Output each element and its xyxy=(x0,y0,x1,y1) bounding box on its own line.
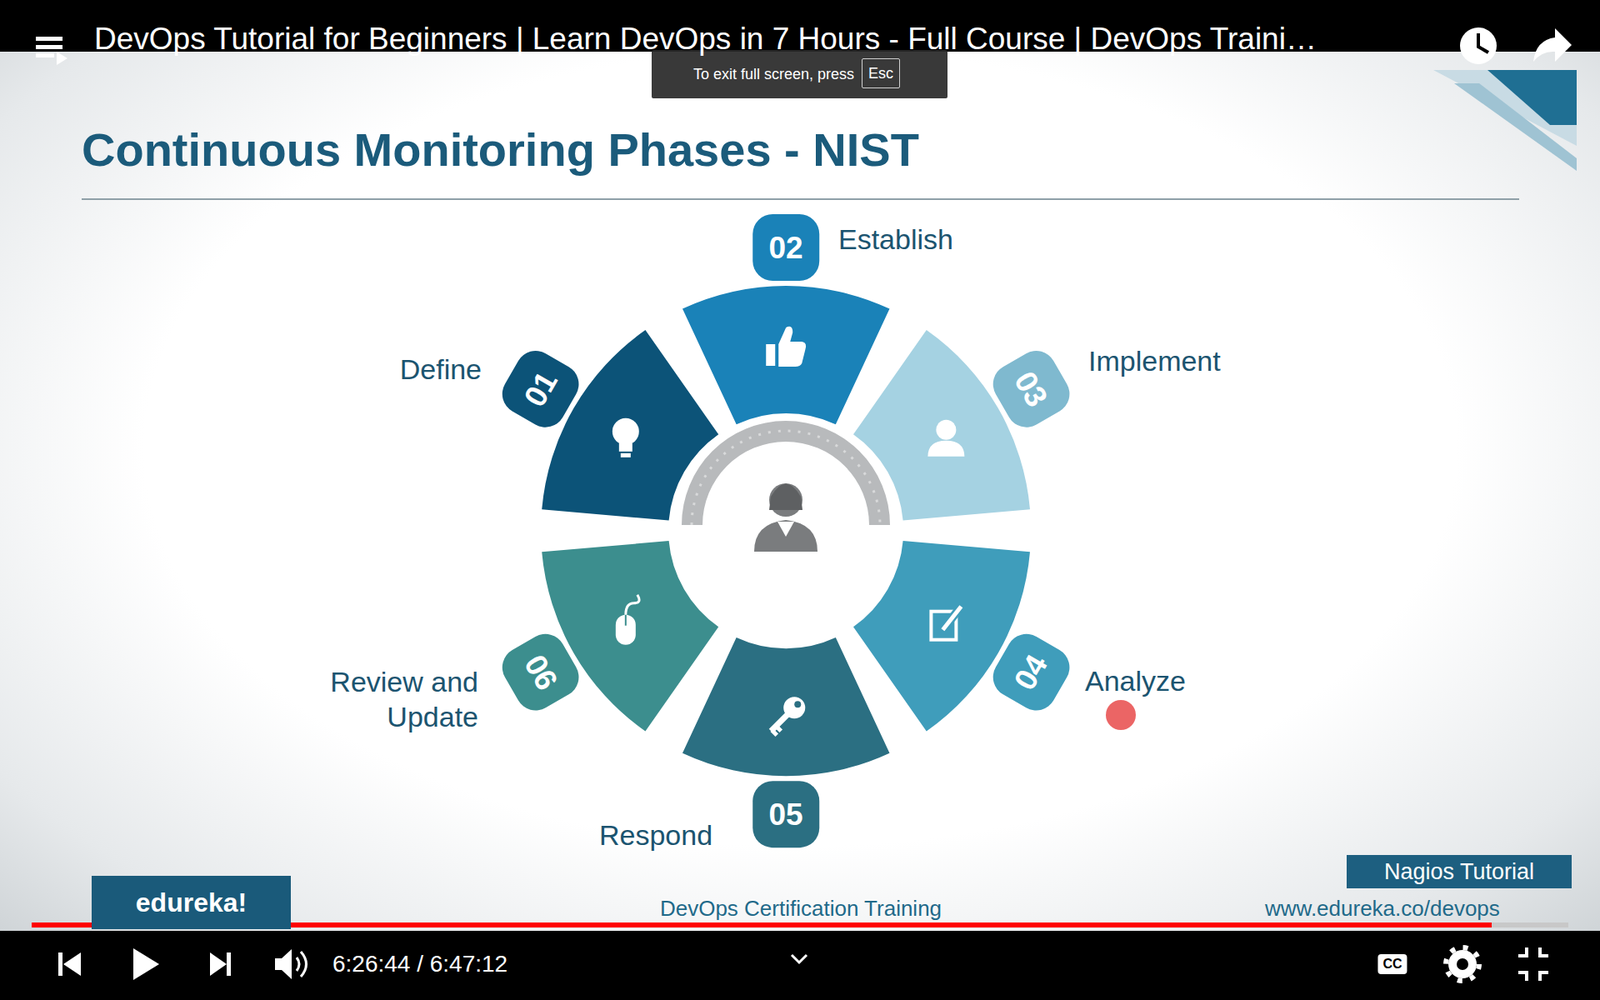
phase-segment: 01Define xyxy=(492,327,721,524)
title-rule xyxy=(81,198,1520,200)
menu-icon xyxy=(35,53,55,58)
corner-stripe xyxy=(1454,83,1577,171)
time-display: 6:26:44 / 6:47:12 xyxy=(332,950,508,978)
phase-segment: 05Respond xyxy=(680,635,892,850)
bulb-cap xyxy=(620,453,631,458)
segment-shape xyxy=(492,327,721,524)
phase-icon xyxy=(615,595,640,645)
number-tab xyxy=(985,343,1077,435)
phase-segment: 02Establish xyxy=(680,211,892,427)
number-tab xyxy=(495,626,586,718)
fullscreen-exit-icon xyxy=(1540,972,1549,981)
person-collar xyxy=(777,521,795,537)
phase-number: 05 xyxy=(768,798,803,830)
box-text: edureka! xyxy=(135,887,247,919)
slide-title: Continuous Monitoring Phases - NIST xyxy=(81,122,920,177)
thumb-cuff xyxy=(765,344,775,366)
phase-label: Define xyxy=(400,351,482,388)
logo-box: edureka! xyxy=(91,875,291,930)
previous-icon xyxy=(58,952,63,976)
phase-label: Analyze xyxy=(1085,663,1186,700)
fullscreen-exit-icon xyxy=(1540,947,1549,956)
previous-icon xyxy=(63,952,81,976)
clock-icon xyxy=(1460,27,1497,65)
thumb-hand xyxy=(778,326,806,367)
corner-stripe xyxy=(1487,70,1577,125)
phase-icon xyxy=(930,606,961,640)
player-control-bar xyxy=(0,930,1600,1000)
segment-shape xyxy=(850,327,1080,524)
segment-shape xyxy=(492,538,721,735)
number-tab xyxy=(985,626,1077,718)
person-body xyxy=(927,440,965,457)
key-teeth xyxy=(771,725,781,735)
phase-label: Respond xyxy=(599,817,713,854)
pen xyxy=(942,606,961,630)
number-tab xyxy=(752,214,820,281)
fullscreen-exit-icon xyxy=(1518,947,1527,956)
gear-hole xyxy=(1456,958,1469,970)
person-head xyxy=(769,483,803,517)
gear-icon xyxy=(1448,950,1477,979)
footer-course: DevOps Certification Training xyxy=(660,895,942,922)
share-icon xyxy=(1533,28,1572,62)
menu-icon xyxy=(35,36,63,41)
bulb-base xyxy=(619,443,633,452)
play-icon xyxy=(133,948,160,980)
box-text: Esc xyxy=(868,65,894,83)
menu-icon xyxy=(35,45,63,50)
person-head xyxy=(935,420,956,440)
volume-wave xyxy=(300,951,307,977)
mouse-cord xyxy=(625,595,640,615)
phase-label: Review and Update xyxy=(311,663,479,735)
tag-box: Nagios Tutorial xyxy=(1346,855,1572,889)
key-hole xyxy=(794,700,801,708)
person-hair xyxy=(769,484,803,511)
fullscreen-hint: To exit full screen, press xyxy=(693,65,855,84)
cc-button: CC xyxy=(1377,954,1407,975)
progress-buffer xyxy=(1491,922,1569,928)
pen-gap xyxy=(942,606,961,630)
segment-wedge xyxy=(853,330,1030,521)
phase-segment: 06Review and Update xyxy=(492,538,721,735)
phase-label: Establish xyxy=(838,221,954,258)
segment-shape xyxy=(850,538,1080,735)
phase-icon xyxy=(612,418,640,458)
chevron-icon xyxy=(791,955,807,963)
video-title: DevOps Tutorial for Beginners | Learn De… xyxy=(94,21,1317,57)
box-text: Nagios Tutorial xyxy=(1384,859,1535,885)
fullscreen-exit-icon xyxy=(1518,972,1527,981)
phase-label: Implement xyxy=(1088,343,1221,380)
segment-wedge xyxy=(682,285,890,425)
phase-icon xyxy=(770,696,805,735)
cursor-dot xyxy=(1105,700,1136,730)
phase-segment: 03Implement xyxy=(850,327,1080,524)
key-box: Esc xyxy=(861,58,900,89)
phase-number: 02 xyxy=(768,232,803,264)
bulb-glass xyxy=(612,418,640,445)
person-body xyxy=(754,520,818,552)
gauge-ticks xyxy=(691,430,880,525)
phase-segment: 04Analyze xyxy=(850,538,1080,735)
phase-icon xyxy=(927,420,965,457)
menu-icon xyxy=(56,51,68,65)
footer-url: www.edureka.co/devops xyxy=(1265,895,1500,922)
volume-wave xyxy=(296,957,300,971)
phase-icon xyxy=(765,326,806,367)
volume-icon xyxy=(275,949,292,980)
mouse-body xyxy=(615,615,636,645)
segment-wedge xyxy=(682,637,890,776)
number-tab xyxy=(495,343,586,435)
gear-teeth xyxy=(1445,947,1480,981)
number-tab xyxy=(752,780,820,848)
next-icon xyxy=(226,952,231,976)
segment-wedge xyxy=(853,540,1030,732)
mouse-split xyxy=(625,615,627,626)
next-icon xyxy=(210,952,227,976)
segment-wedge xyxy=(541,540,719,732)
clock-hands xyxy=(1478,33,1489,53)
segment-wedge xyxy=(541,330,719,521)
